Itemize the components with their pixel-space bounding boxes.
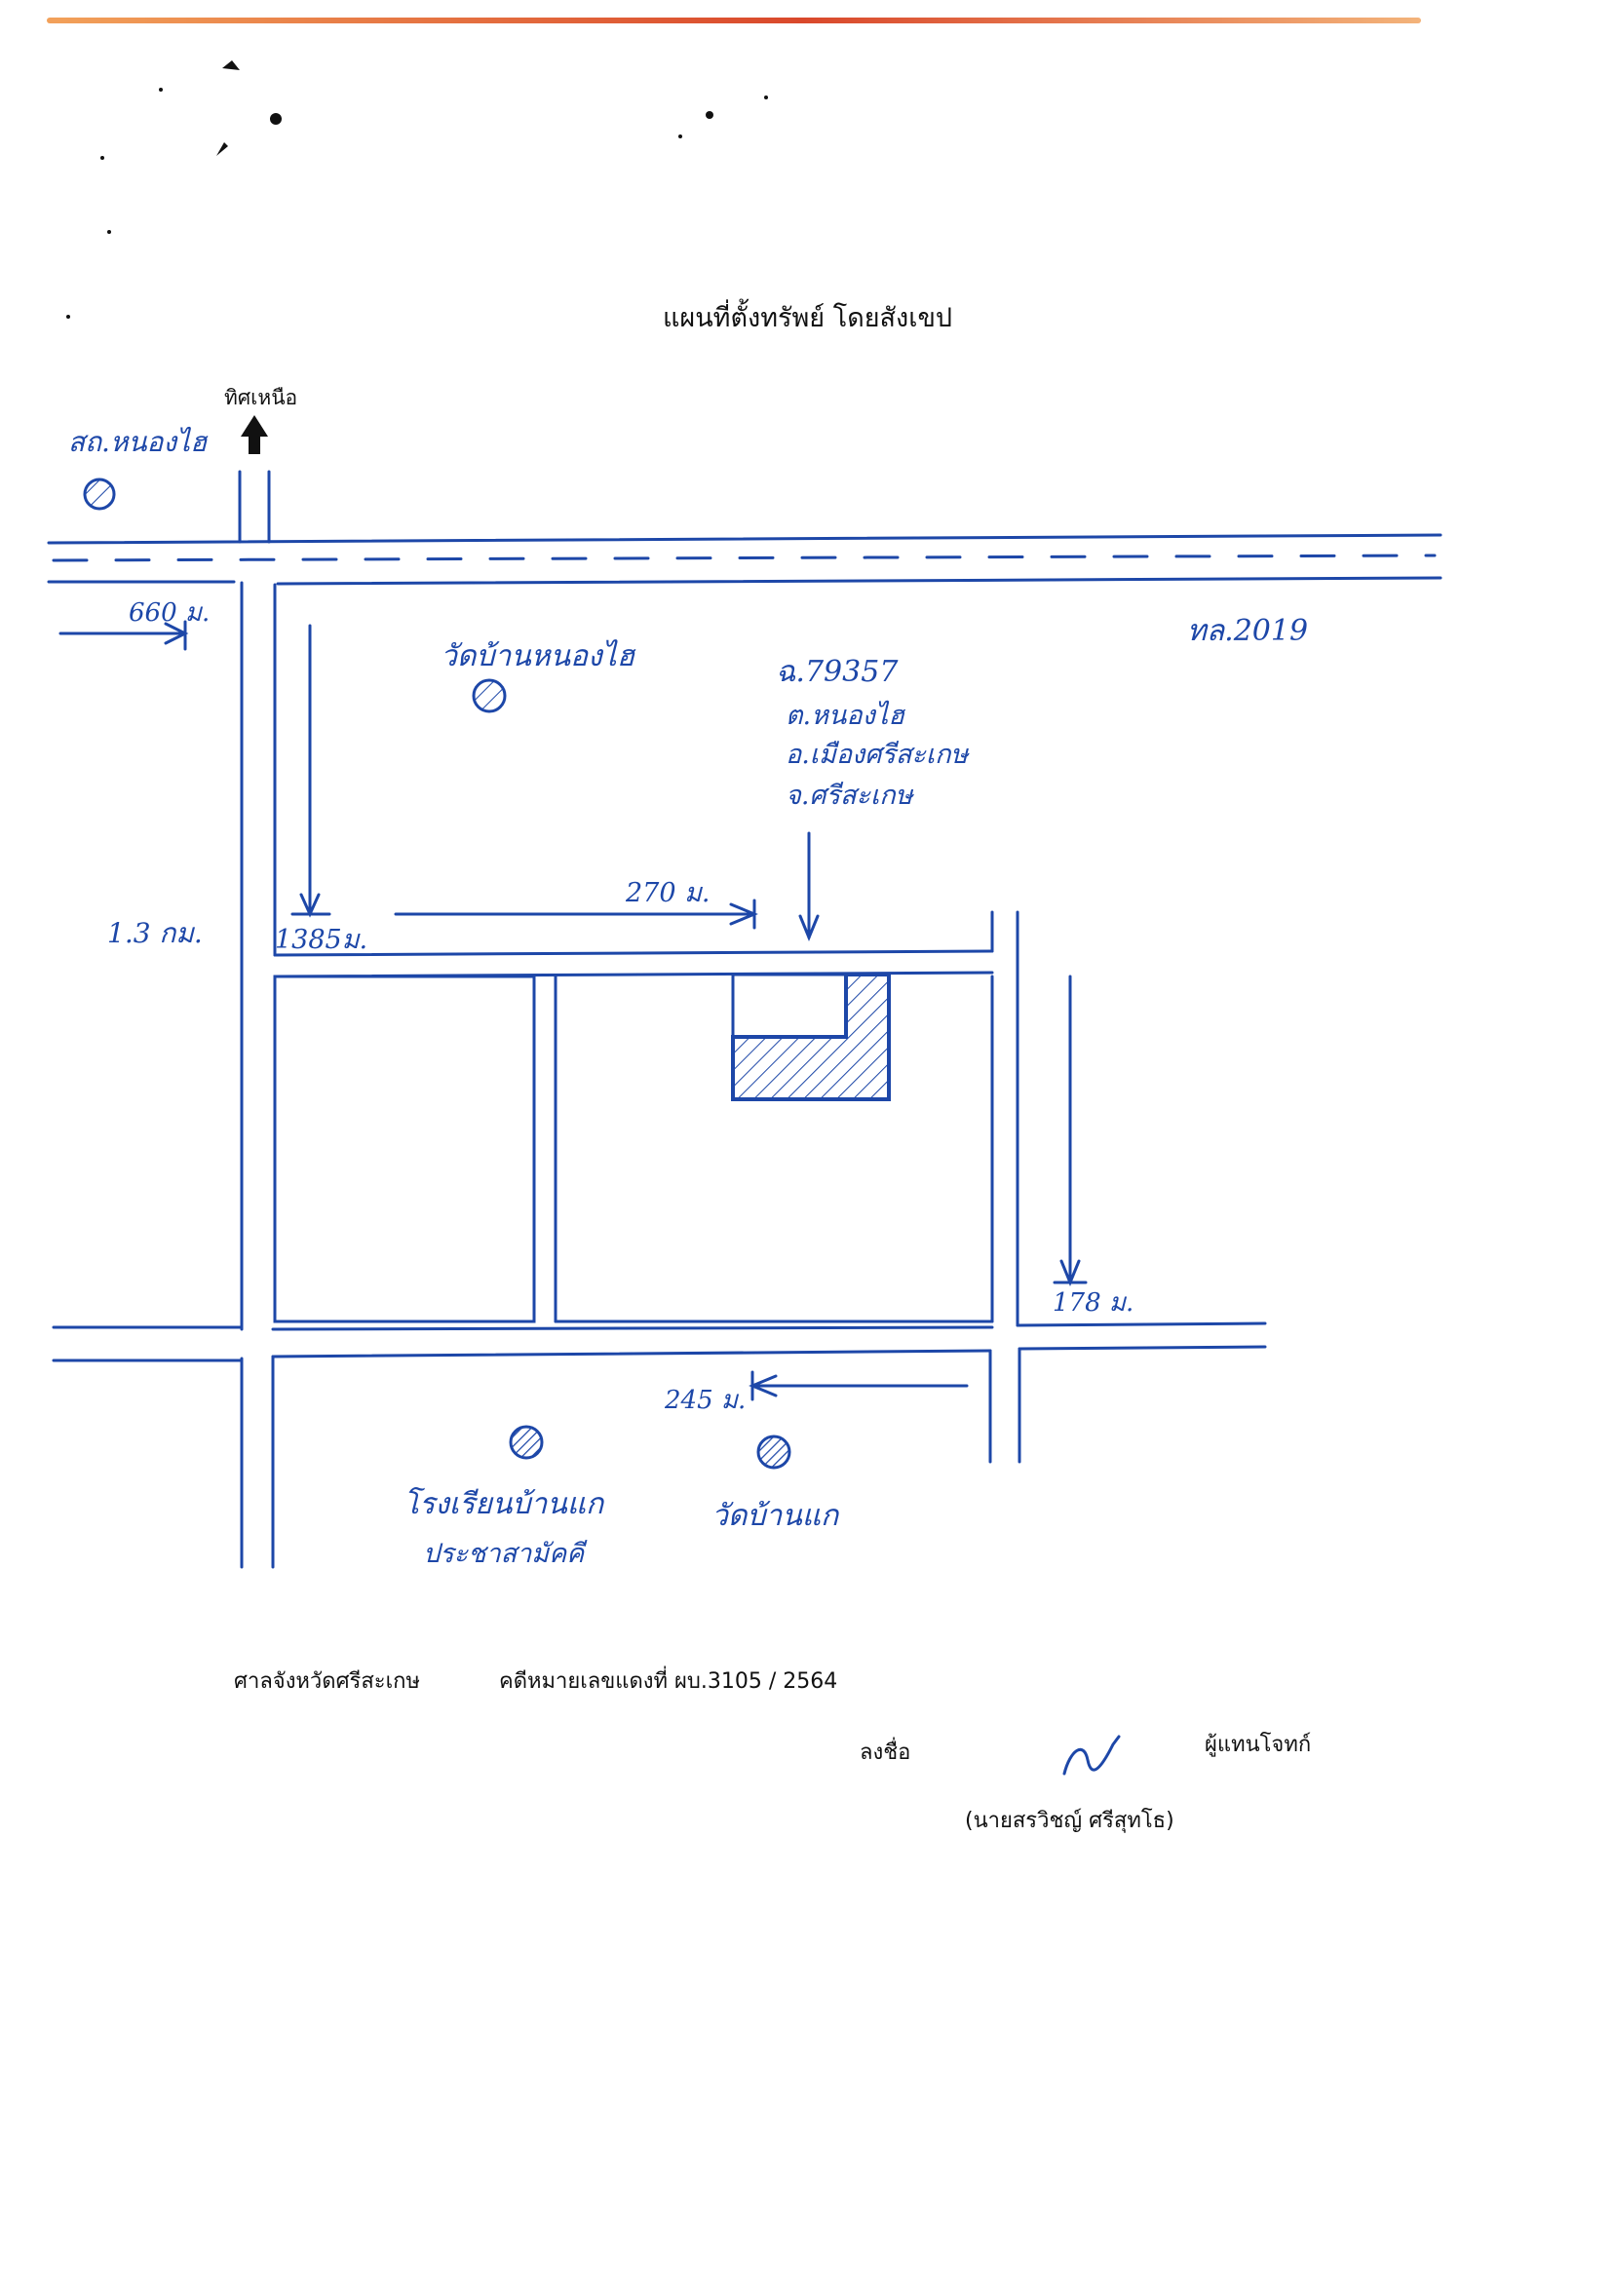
school-label-line2: ประชาสามัคคี — [423, 1539, 585, 1569]
map-title: แผนที่ตั้งทรัพย์ โดยสังเขป — [663, 303, 953, 333]
parcel-district-label: อ.เมืองศรีสะเกษ — [786, 740, 969, 770]
arrow-660 — [58, 620, 189, 651]
signer-name: (นายสรวิชญ์ ศรีสุทโธ) — [965, 1809, 1174, 1833]
upper-side-road — [273, 910, 1019, 1327]
health-center-marker-icon — [83, 478, 116, 511]
signature-scribble — [1062, 1735, 1121, 1776]
court-name: ศาลจังหวัดศรีสะเกษ — [234, 1669, 420, 1694]
lower-horizontal-road — [52, 1321, 1267, 1464]
distance-1385-label: 1385ม. — [275, 925, 368, 955]
parcel-province-label: จ.ศรีสะเกษ — [786, 781, 913, 811]
temple-banka-marker-icon — [756, 1435, 791, 1470]
scan-edge-stripe — [47, 18, 1421, 23]
arrow-parcel-pointer — [798, 831, 820, 941]
school-label-line1: โรงเรียนบ้านแก — [404, 1487, 604, 1521]
north-branch-road — [238, 470, 271, 544]
subject-parcel — [731, 973, 891, 1101]
north-label: ทิศเหนือ — [224, 386, 298, 409]
case-number: คดีหมายเลขแดงที่ ผบ.3105 / 2564 — [499, 1669, 838, 1694]
temple-banka-label: วัดบ้านแก — [711, 1499, 839, 1533]
distance-1-3km-label: 1.3 กม. — [107, 917, 203, 949]
parcel-subdistrict-label: ต.หนองไฮ — [786, 701, 904, 731]
distance-245-label: 245 ม. — [665, 1386, 747, 1415]
main-vertical-road — [240, 581, 277, 1569]
health-center-label: สถ.หนองไฮ — [68, 426, 208, 458]
school-marker-icon — [509, 1425, 544, 1460]
distance-270-label: 270 ม. — [626, 878, 711, 908]
temple-nongyai-marker-icon — [472, 678, 507, 713]
parcel-deed-label: ฉ.79357 — [776, 655, 899, 689]
north-arrow-icon — [241, 415, 268, 454]
highway-label: ทล.2019 — [1187, 614, 1309, 648]
arrow-1385 — [290, 624, 331, 918]
sign-label: ลงชื่อ — [860, 1741, 911, 1765]
arrow-270 — [394, 899, 758, 930]
distance-178-label: 178 ม. — [1053, 1288, 1134, 1318]
highway-road — [47, 533, 1442, 586]
scan-specks — [66, 60, 768, 319]
arrow-178 — [1053, 975, 1088, 1286]
arrow-245 — [749, 1370, 969, 1401]
temple-nongyai-label: วัดบ้านหนองไฮ — [441, 639, 635, 673]
distance-660-label: 660 ม. — [129, 598, 211, 628]
representative-label: ผู้แทนโจทก์ — [1205, 1733, 1312, 1757]
land-blocks — [273, 975, 994, 1323]
